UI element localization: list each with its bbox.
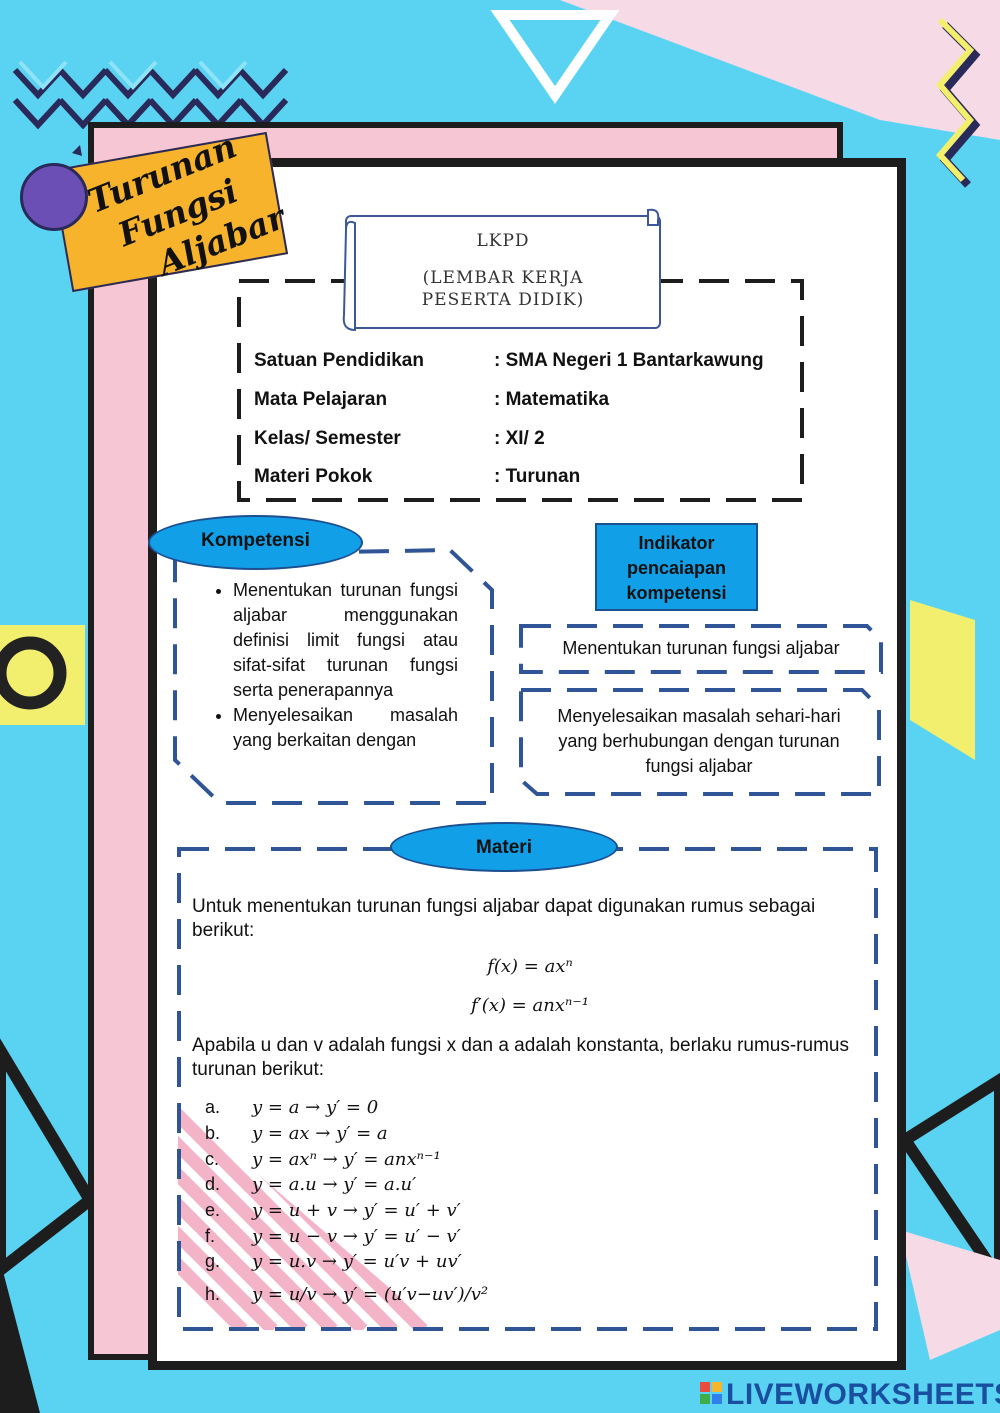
triangle-outline-shape [490, 10, 620, 104]
info-row-satuan: Satuan Pendidikan : SMA Negeri 1 Bantark… [254, 350, 764, 372]
kompetensi-label: Kompetensi [148, 515, 363, 570]
right-triangle-shape [896, 1072, 1000, 1291]
rule-formula: y = axⁿ → y′ = anxⁿ⁻¹ [252, 1149, 441, 1170]
scroll-title: LKPD [476, 231, 530, 251]
info-value: : Turunan [494, 466, 581, 487]
materi-intro: Untuk menentukan turunan fungsi aljabar … [192, 896, 816, 941]
indikator-item-1: Menentukan turunan fungsi aljabar [562, 638, 840, 658]
kompetensi-dashed-border [173, 547, 494, 805]
lkpd-scroll-banner: LKPD (LEMBAR KERJA PESERTA DIDIK) [345, 215, 661, 329]
rule-formula: y = ax → y′ = a [252, 1123, 388, 1144]
formula-f: f(x) = axⁿ [487, 956, 573, 977]
identity-info-section: Satuan Pendidikan : SMA Negeri 1 Bantark… [238, 280, 802, 500]
rule-formula: y = u + v → y′ = u′ + v′ [252, 1200, 461, 1221]
kompetensi-item: Menentukan turunan fungsi aljabar menggu… [233, 578, 458, 703]
rule-letter: h. [205, 1284, 221, 1304]
liveworksheets-watermark[interactable]: LIVEWORKSHEETS [726, 1378, 1000, 1411]
rule-formula: y = a → y′ = 0 [252, 1097, 379, 1118]
info-value: : Matematika [494, 389, 610, 410]
kompetensi-item: Menyelesaikan masalah yang berkaitan den… [233, 703, 458, 753]
info-label: Mata Pelajaran [254, 389, 388, 410]
kompetensi-list: Menentukan turunan fungsi aljabar menggu… [200, 578, 458, 773]
rule-formula: y = u − v → y′ = u′ − v′ [252, 1226, 461, 1247]
pink-corner-shape [560, 0, 1000, 140]
rule-letter: b. [205, 1123, 221, 1143]
formula-f-prime: f′(x) = anxⁿ⁻¹ [471, 995, 589, 1016]
rule-letter: d. [205, 1174, 221, 1194]
rule-letter: f. [205, 1226, 216, 1246]
info-label: Materi Pokok [254, 466, 373, 487]
rule-formula: y = a.u → y′ = a.u′ [252, 1174, 417, 1195]
info-row-materi: Materi Pokok : Turunan [254, 466, 580, 488]
indikator-label: Indikator pencaiapan kompetensi [595, 523, 758, 611]
rule-g: g. y = u.v → y′ = u′v + uv′ [205, 1251, 462, 1272]
rule-letter: e. [205, 1200, 221, 1220]
rule-f: f. y = u − v → y′ = u′ − v′ [205, 1226, 461, 1247]
left-triangle-shape [0, 1038, 98, 1278]
stripe-decoration [178, 1105, 438, 1330]
indikator-dashed-borders [519, 624, 883, 796]
rule-letter: a. [205, 1097, 221, 1117]
rule-d: d. y = a.u → y′ = a.u′ [205, 1174, 416, 1195]
scroll-subtitle-line1: (LEMBAR KERJA [422, 268, 584, 288]
rule-formula: y = u/v → y′ = (u′v−uv′)/v² [252, 1284, 489, 1305]
info-label: Satuan Pendidikan [254, 350, 424, 371]
rule-formula: y = u.v → y′ = u′v + uv′ [252, 1251, 462, 1272]
rule-c: c. y = axⁿ → y′ = anxⁿ⁻¹ [205, 1149, 441, 1170]
rule-a: a. y = a → y′ = 0 [205, 1097, 378, 1118]
indikator-item-2: Menyelesaikan masalah sehari-hari yang b… [557, 706, 841, 776]
rule-letter: c. [205, 1149, 220, 1169]
materi-label: Materi [390, 822, 618, 872]
info-value: : XI/ 2 [494, 428, 545, 449]
materi-paragraph: Apabila u dan v adalah fungsi x dan a ad… [192, 1035, 849, 1080]
info-value: : SMA Negeri 1 Bantarkawung [494, 350, 764, 371]
info-label: Kelas/ Semester [254, 428, 401, 449]
rule-b: b. y = ax → y′ = a [205, 1123, 388, 1144]
rule-letter: g. [205, 1251, 221, 1271]
info-row-kelas: Kelas/ Semester : XI/ 2 [254, 428, 545, 450]
scroll-subtitle-line2: PESERTA DIDIK) [421, 290, 585, 310]
rule-e: e. y = u + v → y′ = u′ + v′ [205, 1200, 461, 1221]
info-row-mapel: Mata Pelajaran : Matematika [254, 389, 609, 411]
rule-h: h. y = u/v → y′ = (u′v−uv′)/v² [205, 1284, 488, 1305]
purple-circle-shape [20, 163, 88, 231]
ring-shape [0, 636, 67, 710]
scroll-curl-icon [342, 208, 660, 332]
liveworksheets-logo-icon [700, 1382, 722, 1404]
white-front-sheet [148, 158, 906, 1370]
